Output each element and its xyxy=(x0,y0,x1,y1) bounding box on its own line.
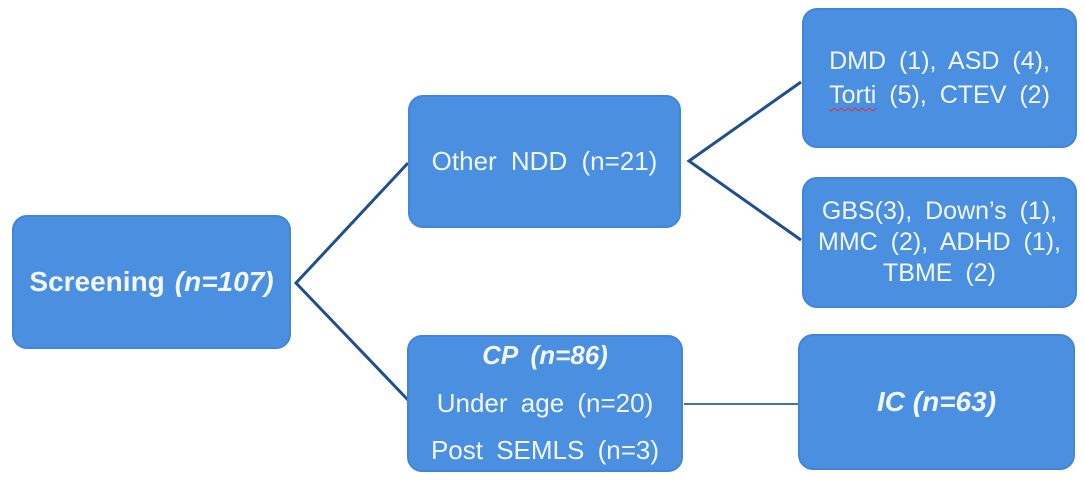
gbs-line-2: MMC (2), ADHD (1), xyxy=(818,228,1061,256)
gbs-line-3: TBME (2) xyxy=(883,259,996,287)
cp-postsemls-line: Post SEMLS (n=3) xyxy=(430,435,660,466)
ic-label: IC (n=63) xyxy=(876,385,997,417)
gbs-line-1: GBS(3), Down’s (1), xyxy=(821,197,1058,225)
node-cp: CP (n=86) Under age (n=20) Post SEMLS (n… xyxy=(407,335,683,472)
other-ndd-label: Other NDD (n=21) xyxy=(431,145,658,176)
node-screening: Screening (n=107) xyxy=(12,215,291,349)
screening-label: Screening xyxy=(29,265,165,297)
torti-word-misspell-underline: Torti xyxy=(829,81,877,109)
node-ic: IC (n=63) xyxy=(798,334,1075,470)
screening-label-line: Screening (n=107) xyxy=(29,265,273,299)
node-gbs-downs-mmc-adhd-tbme: GBS(3), Down’s (1), MMC (2), ADHD (1), T… xyxy=(802,177,1077,308)
node-dmd-asd-torti-ctev: DMD (1), ASD (4), Torti (5), CTEV (2) xyxy=(802,8,1077,148)
screening-count: (n=107) xyxy=(174,265,274,297)
node-other-ndd: Other NDD (n=21) xyxy=(408,95,681,228)
dmd-line-2-rest: (5), CTEV (2) xyxy=(876,81,1050,109)
connector-ndd-branch xyxy=(686,80,802,242)
cp-count-line: CP (n=86) xyxy=(482,339,608,370)
connector-screening-branch xyxy=(293,161,410,402)
dmd-line-1: DMD (1), ASD (4), xyxy=(829,47,1050,75)
dmd-line-2: Torti (5), CTEV (2) xyxy=(829,78,1050,112)
cp-underage-line: Under age (n=20) xyxy=(436,387,654,418)
